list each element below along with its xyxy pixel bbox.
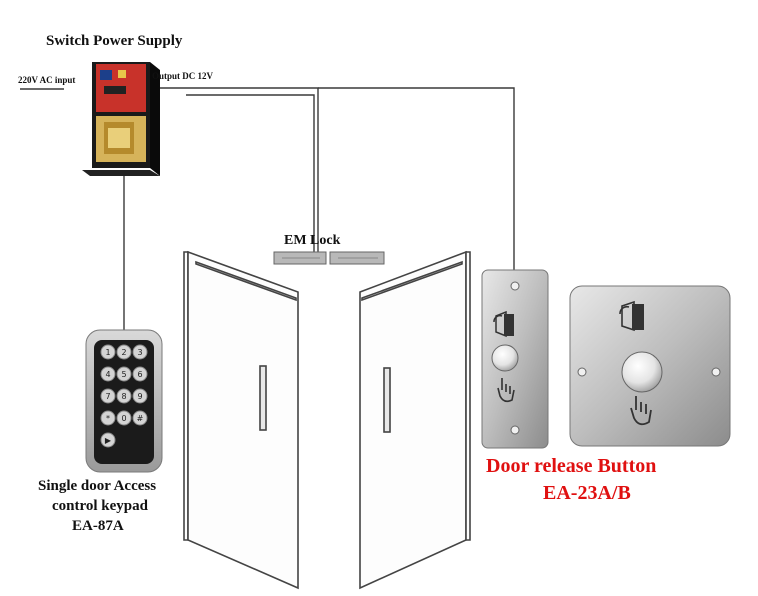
- right-door-frame: [465, 251, 471, 541]
- dc-output-wire-button: [318, 87, 515, 282]
- left-door: [187, 250, 299, 590]
- dc-output-wire-lock: [148, 87, 319, 252]
- keypad-key: 9: [132, 388, 148, 404]
- keypad-key: #: [132, 410, 148, 426]
- keypad-key: 2: [116, 344, 132, 360]
- keypad-key-label: *: [106, 414, 110, 423]
- release-knob-small: [491, 344, 519, 372]
- keypad-model: EA-87A: [72, 518, 124, 534]
- keypad-key: 3: [132, 344, 148, 360]
- right-door: [359, 250, 467, 590]
- keypad-key: *: [100, 410, 116, 426]
- press-hand-icon: [497, 378, 515, 403]
- release-button-large: [569, 285, 731, 447]
- keypad-key-label: 2: [121, 348, 126, 357]
- button-label: Door release Button: [486, 455, 657, 477]
- keypad-key: 6: [132, 366, 148, 382]
- press-hand-icon-large: [630, 396, 652, 426]
- release-button-small: [481, 269, 549, 449]
- keypad-key: 0: [116, 410, 132, 426]
- keypad-key-label: 4: [105, 370, 110, 379]
- keypad-label-line2: control keypad: [52, 498, 148, 514]
- keypad-key-label: 0: [121, 414, 126, 423]
- keypad-key-label: 7: [105, 392, 110, 401]
- keypad-key-label: 8: [121, 392, 126, 401]
- release-knob-large: [621, 351, 663, 393]
- keypad-key: 5: [116, 366, 132, 382]
- keypad-key-label: 5: [121, 370, 126, 379]
- keypad-key: 8: [116, 388, 132, 404]
- ac-input-label: 220V AC input: [18, 75, 76, 85]
- keypad-key-label: 9: [137, 392, 142, 401]
- button-model: EA-23A/B: [543, 482, 631, 504]
- keypad-key: ▶: [100, 432, 116, 448]
- double-door: [183, 250, 471, 590]
- door-exit-icon-large: [619, 300, 644, 332]
- wires: [20, 87, 515, 330]
- power-supply-unit: [82, 62, 160, 176]
- dc-output-label: Output DC 12V: [152, 71, 214, 81]
- door-exit-icon: [493, 310, 514, 338]
- em-lock: [273, 251, 385, 265]
- access-keypad: 1 2 3 4 5 6 7 8 9 * 0 # ▶: [85, 329, 163, 473]
- keypad-key-label: 1: [105, 348, 110, 357]
- keypad-label-line1: Single door Access: [38, 478, 157, 494]
- keypad-keys: 1 2 3 4 5 6 7 8 9 * 0 # ▶: [100, 344, 148, 448]
- em-lock-label: EM Lock: [284, 233, 341, 248]
- keypad-key: 1: [100, 344, 116, 360]
- keypad-key: 7: [100, 388, 116, 404]
- dc-output-wire-lock-2: [186, 94, 315, 252]
- keypad-key-label: 3: [137, 348, 142, 357]
- keypad-key-label: 6: [137, 370, 142, 379]
- keypad-key: 4: [100, 366, 116, 382]
- keypad-key-label: #: [137, 414, 144, 423]
- keypad-key-label: ▶: [105, 436, 112, 445]
- power-supply-title: Switch Power Supply: [46, 33, 183, 49]
